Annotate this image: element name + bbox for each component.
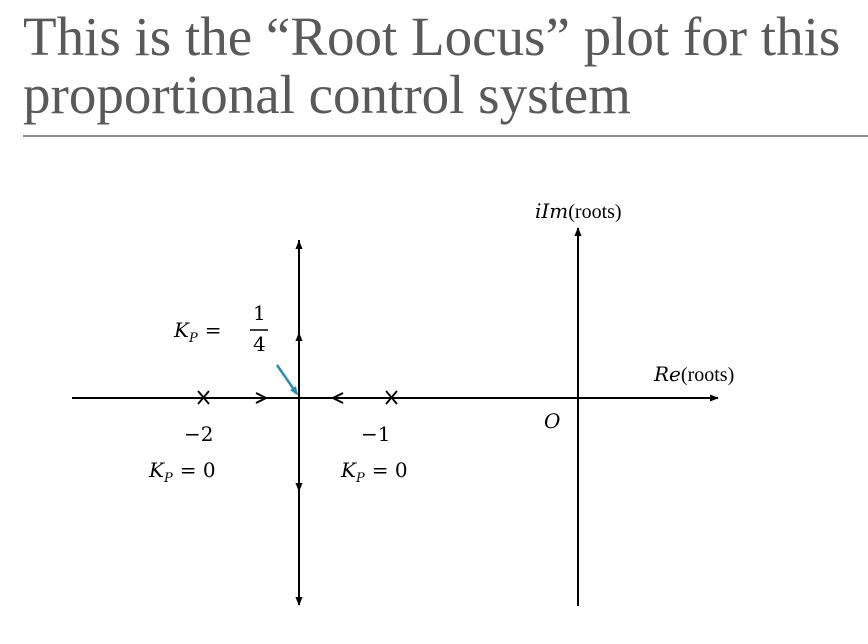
svg-text:KP=: KP= bbox=[173, 318, 221, 346]
imaginary-axis-label: iIm(roots) bbox=[535, 199, 622, 223]
slide-title-line-1: This is the “Root Locus” plot for this bbox=[23, 6, 841, 67]
pole-marker-minus-2 bbox=[197, 390, 210, 405]
pole-value-label-minus-1: −1 bbox=[361, 422, 390, 446]
slide-title-line-2: proportional control system bbox=[23, 64, 631, 125]
origin-label: O bbox=[544, 409, 560, 433]
breakaway-gain-numerator: 1 bbox=[253, 301, 266, 325]
pole-gain-label-minus-1: KP= 0 bbox=[340, 458, 408, 486]
pole-gain-label-minus-2: KP= 0 bbox=[148, 458, 216, 486]
pole-marker-minus-1 bbox=[385, 390, 398, 405]
breakaway-pointer-arrow bbox=[275, 364, 299, 396]
breakaway-gain-denominator: 4 bbox=[253, 332, 266, 356]
breakaway-gain-label: KP= 1 4 bbox=[173, 301, 268, 356]
pole-value-label-minus-2: −2 bbox=[184, 422, 213, 446]
real-axis-label: Re(roots) bbox=[653, 362, 734, 386]
title-divider bbox=[23, 135, 868, 137]
slide-title: This is the “Root Locus” plot for this p… bbox=[23, 8, 863, 124]
